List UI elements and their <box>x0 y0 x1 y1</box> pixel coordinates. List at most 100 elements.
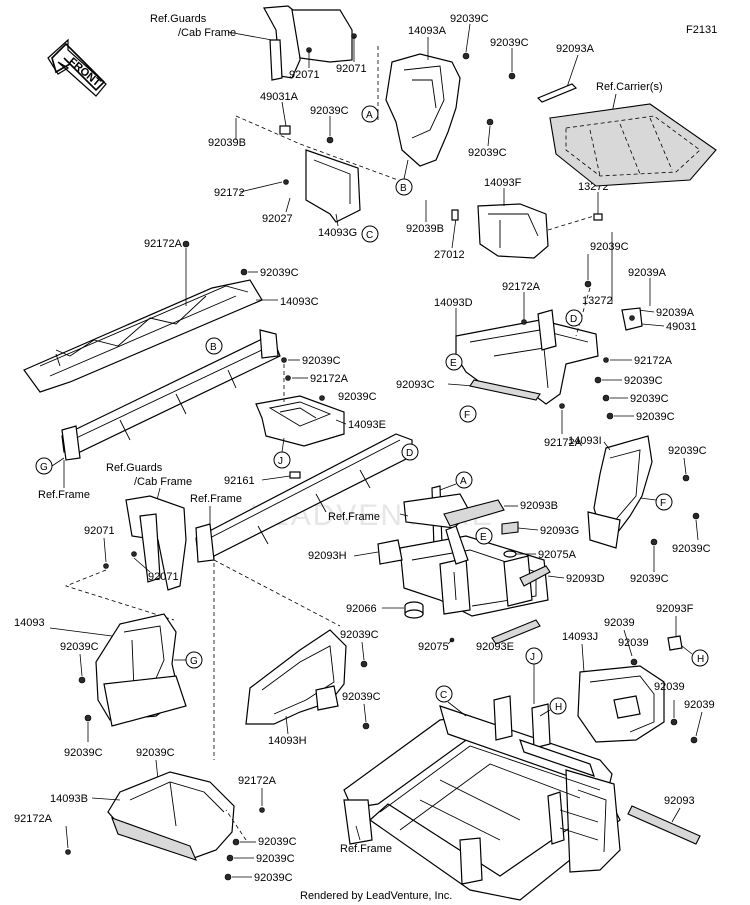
svg-text:C: C <box>366 230 373 241</box>
part-92172a-5: 92172A <box>310 373 349 385</box>
part-92172a-4: 92172A <box>544 437 583 449</box>
cover-14093i <box>587 435 653 549</box>
part-92039c-3b: 92039C <box>310 105 349 117</box>
ref-guards-mid-1: Ref.Guards <box>106 462 163 474</box>
callout-e-center: E <box>475 527 493 545</box>
part-92039c-18: 92039C <box>340 629 379 641</box>
part-14093b: 14093B <box>50 793 88 805</box>
part-14093f: 14093F <box>484 177 522 189</box>
part-14093: 14093 <box>14 617 45 629</box>
part-92039c-22: 92039C <box>254 872 293 884</box>
cover-14093 <box>95 613 187 727</box>
part-92039c-2: 92039C <box>490 37 529 49</box>
part-92039c-5: 92039C <box>260 267 299 279</box>
part-92039a-2: 92039A <box>656 307 695 319</box>
part-92093e: 92093E <box>476 641 514 653</box>
part-92039-4: 92039 <box>684 699 715 711</box>
part-92039-2: 92039 <box>618 637 649 649</box>
cover-14093b <box>107 771 235 861</box>
part-92039c-20: 92039C <box>258 836 297 848</box>
part-14093e: 14093E <box>348 419 386 431</box>
front-label: FRONT <box>66 56 103 90</box>
part-92039c-10: 92039C <box>302 355 341 367</box>
ref-carrier: Ref.Carrier(s) <box>596 81 663 93</box>
part-92075a: 92075A <box>538 549 577 561</box>
part-92039b-2: 92039B <box>406 223 444 235</box>
svg-text:J: J <box>530 652 535 663</box>
svg-text:J: J <box>278 456 283 467</box>
guard-panel-mid <box>125 495 187 591</box>
part-92039-3: 92039 <box>654 681 685 693</box>
ref-guards-top-2: /Cab Frame <box>178 27 236 39</box>
part-92039c-13: 92039C <box>672 543 711 555</box>
ref-frame-center: Ref.Frame <box>328 511 380 523</box>
part-92093a: 92093A <box>556 43 595 55</box>
part-92161: 92161 <box>224 475 255 487</box>
svg-text:G: G <box>190 656 198 667</box>
footer-text: Rendered by LeadVenture, Inc. <box>300 890 452 902</box>
callout-j-right: H <box>691 649 709 667</box>
part-92093b: 92093B <box>520 500 558 512</box>
part-14093j: 14093J <box>562 631 598 643</box>
svg-text:H: H <box>555 702 562 713</box>
part-92093h: 92093H <box>308 550 347 562</box>
ref-guards-top-1: Ref.Guards <box>150 13 207 25</box>
rail-14093c <box>23 279 263 393</box>
bracket-14093j <box>577 665 665 743</box>
part-92172a-3: 92172A <box>634 355 673 367</box>
callout-d-center: D <box>401 443 419 461</box>
cover-14093a <box>385 53 461 167</box>
callout-j-frame: H <box>549 697 567 715</box>
ref-guards-mid-2: /Cab Frame <box>134 476 192 488</box>
part-27012: 27012 <box>434 249 465 261</box>
cover-14093f <box>477 203 549 259</box>
part-92039c-6: 92039C <box>590 241 629 253</box>
part-92075: 92075 <box>418 641 449 653</box>
callout-b-top: B <box>395 178 413 196</box>
svg-text:E: E <box>480 532 487 543</box>
part-13272-2: 13272 <box>582 295 613 307</box>
part-92066: 92066 <box>346 603 377 615</box>
part-92172-1: 92172 <box>214 187 245 199</box>
bracket-14093e <box>255 395 345 447</box>
callout-e-right: E <box>445 353 463 371</box>
part-92039c-14: 92039C <box>630 573 669 585</box>
part-14093h: 14093H <box>268 735 307 747</box>
part-92039c-11: 92039C <box>338 391 377 403</box>
clamp-49031 <box>621 307 643 331</box>
part-49031a: 49031A <box>260 91 299 103</box>
bracket-14093g <box>305 149 361 223</box>
part-92039b-1: 92039B <box>208 137 246 149</box>
svg-text:B: B <box>210 342 217 353</box>
part-92027: 92027 <box>262 213 293 225</box>
cover-14093h <box>245 629 347 725</box>
part-92039c-12: 92039C <box>668 445 707 457</box>
figure-code: F2131 <box>686 24 717 36</box>
ref-frame-mid: Ref.Frame <box>190 493 242 505</box>
bracket-14093d <box>455 309 599 405</box>
part-92039a-1: 92039A <box>628 267 667 279</box>
part-92039c-8: 92039C <box>630 393 669 405</box>
pad-92093b <box>443 499 505 527</box>
ref-frame-bottom: Ref.Frame <box>340 843 392 855</box>
svg-text:F: F <box>464 410 470 421</box>
callout-g-mid: G <box>185 651 203 669</box>
callout-d-right: D <box>565 309 583 327</box>
callout-c-frame: C <box>435 685 453 703</box>
svg-text:D: D <box>570 314 577 325</box>
callout-a-top: A <box>361 105 379 123</box>
part-92093f: 92093F <box>656 603 694 615</box>
part-92172a-6: 92172A <box>238 775 277 787</box>
main-frame <box>343 695 621 901</box>
part-92093d: 92093D <box>566 573 605 585</box>
svg-text:C: C <box>440 690 447 701</box>
carrier-panel <box>549 103 717 187</box>
callout-h-center: J <box>273 451 291 469</box>
part-14093d: 14093D <box>434 297 473 309</box>
part-92071-b: 92071 <box>336 63 367 75</box>
part-92039c-1: 92039C <box>450 13 489 25</box>
part-92039c-19: 92039C <box>342 691 381 703</box>
part-92039c-16: 92039C <box>64 747 103 759</box>
callout-b-mid: B <box>205 337 223 355</box>
